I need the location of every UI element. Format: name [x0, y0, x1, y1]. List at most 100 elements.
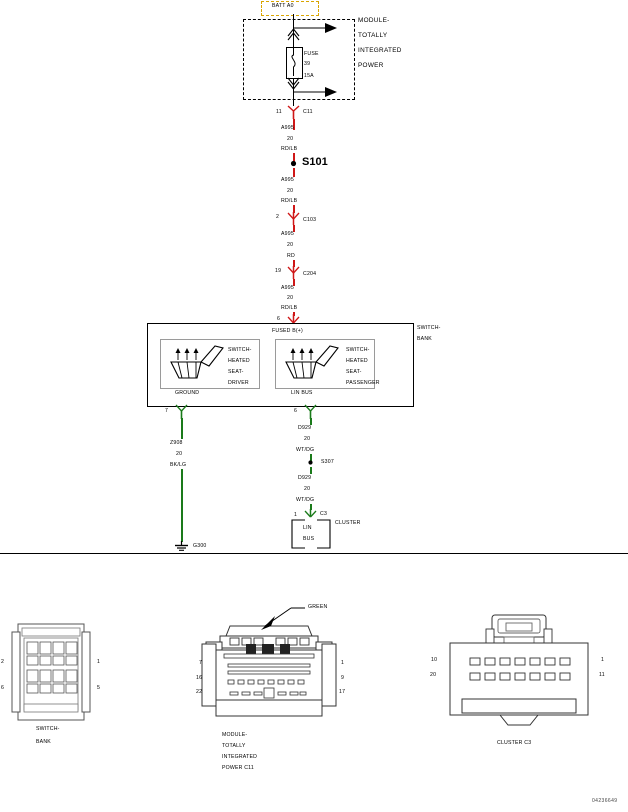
- tipm-c11-view-title-1: MODULE-: [222, 732, 248, 738]
- switch-bank-connector-drawing: [11, 623, 91, 721]
- tipm-out-pin: 11: [276, 109, 282, 115]
- tipm-c11-view-left-pin-2: 16: [196, 675, 203, 681]
- switch-bank-view-right-pin-2: 5: [97, 685, 101, 691]
- wire-segment-2b: [293, 205, 295, 213]
- cluster-c3-view-left-pin-2: 20: [430, 672, 437, 678]
- tipm-c11-view-right-pin-2: 9: [341, 675, 345, 681]
- ground-name: G300: [193, 543, 207, 549]
- tipm-lower-branch-arrow: [293, 87, 337, 97]
- connector-cluster-c3-icon: [304, 509, 317, 518]
- ground-symbol-icon: [175, 541, 188, 551]
- switch-driver-group: [160, 339, 260, 389]
- cluster-terminal-line-1: LIN: [303, 525, 312, 531]
- cluster-title: CLUSTER: [335, 520, 361, 526]
- switch-driver-line-2: HEATED: [228, 358, 250, 364]
- switch-bank-view-title-1: SWITCH-: [36, 726, 60, 732]
- wire-5-circuit: Z908: [170, 440, 183, 446]
- wire-3-gauge: 20: [287, 242, 294, 248]
- cluster-connector: C3: [320, 511, 328, 517]
- switch-driver-terminal-label: GROUND: [175, 390, 200, 396]
- switch-bank-view-title-2: BANK: [36, 739, 51, 745]
- wire-7-circuit: D929: [298, 475, 312, 481]
- wire-3-color: RD: [287, 253, 295, 259]
- tipm-c11-view-title-3: INTEGRATED: [222, 754, 258, 760]
- wire-4-circuit: A995: [281, 285, 294, 291]
- wire-7-color: WT/DG: [296, 497, 315, 503]
- battery-source-box: [261, 1, 319, 16]
- green-callout-arrow: [261, 607, 305, 630]
- wire-4-gauge: 20: [287, 295, 294, 301]
- wire-segment-1b: [293, 153, 295, 162]
- wire-2-gauge: 20: [287, 188, 294, 194]
- cluster-c3-view-left-pin-1: 10: [431, 657, 438, 663]
- wire-6-circuit: D929: [298, 425, 312, 431]
- switch-bank-supply-pin: 6: [277, 316, 281, 322]
- tipm-c11-connector-drawing: [201, 625, 337, 717]
- fuse-label: FUSE: [304, 51, 319, 57]
- tipm-out-connector: C11: [303, 109, 313, 115]
- wire-segment-6a: [310, 418, 312, 425]
- cluster-terminal-line-2: BUS: [303, 536, 315, 542]
- wire-1-color: RD/LB: [281, 146, 298, 152]
- cluster-pin: 1: [294, 512, 298, 518]
- connector-c204-pin: 19: [275, 268, 282, 274]
- cluster-c3-view-right-pin-1: 1: [601, 657, 605, 663]
- wire-3-circuit: A995: [281, 231, 294, 237]
- wire-4-color: RD/LB: [281, 305, 298, 311]
- cluster-c3-view-title: CLUSTER C3: [497, 740, 532, 746]
- wire-segment-5a: [181, 418, 183, 439]
- wire-1-gauge: 20: [287, 136, 294, 142]
- wire-segment-1a: [293, 119, 295, 130]
- tipm-title-line-4: POWER: [358, 62, 384, 69]
- connector-c204-name: C204: [303, 271, 317, 277]
- wire-5-gauge: 20: [176, 451, 183, 457]
- switch-bank-view-right-pin-1: 1: [97, 659, 101, 665]
- switch-passenger-line-4: PASSENGER: [346, 380, 380, 386]
- switch-bank-ground-pin: 7: [165, 408, 169, 414]
- switch-passenger-line-2: HEATED: [346, 358, 368, 364]
- heated-seat-driver-icon: [170, 345, 224, 379]
- switch-passenger-line-3: SEAT-: [346, 369, 362, 375]
- switch-bank-supply-terminal-icon: [287, 314, 300, 324]
- switch-bank-view-left-pin-1: 2: [1, 659, 5, 665]
- switch-bank-view-left-pin-2: 6: [1, 685, 5, 691]
- cluster-bracket: [291, 519, 331, 549]
- switch-bank-box: [147, 323, 414, 407]
- battery-source-label: BATT A0: [272, 3, 294, 9]
- switch-driver-line-3: SEAT-: [228, 369, 244, 375]
- switch-bank-title-line-2: BANK: [417, 336, 432, 342]
- tipm-c11-view-callout: GREEN: [308, 604, 328, 610]
- wire-segment-7a: [310, 467, 312, 474]
- tipm-module-box: [243, 19, 355, 100]
- watermark: 04236649: [592, 798, 618, 804]
- cluster-c3-connector-drawing: [449, 614, 589, 726]
- section-divider: [0, 553, 628, 554]
- tipm-c11-view-left-pin-3: 22: [196, 689, 203, 695]
- connector-c11-icon: [287, 105, 300, 119]
- switch-passenger-terminal-label: LIN BUS: [291, 390, 313, 396]
- switch-bank-ground-terminal-icon: [175, 404, 188, 419]
- switch-bank-supply-label: FUSED B(+): [272, 328, 303, 334]
- connector-c103-name: C103: [303, 217, 317, 223]
- splice-s101-dot: [290, 160, 297, 167]
- wire-segment-6b: [310, 454, 312, 461]
- tipm-title-line-3: INTEGRATED: [358, 47, 402, 54]
- tipm-lower-chevron-icon: [287, 77, 300, 90]
- wire-segment-2a: [293, 168, 295, 177]
- switch-passenger-group: [275, 339, 375, 389]
- fuse-rating: 15A: [304, 73, 314, 79]
- wire-2-color: RD/LB: [281, 198, 298, 204]
- connector-c103-icon: [287, 212, 300, 225]
- wire-1-circuit: A995: [281, 125, 294, 131]
- tipm-title-line-2: TOTALLY: [358, 32, 388, 39]
- switch-passenger-line-1: SWITCH-: [346, 347, 370, 353]
- heated-seat-passenger-icon: [285, 345, 339, 379]
- wire-6-gauge: 20: [304, 436, 311, 442]
- tipm-upper-branch-arrow: [293, 23, 337, 33]
- wire-segment-7b: [310, 504, 312, 510]
- wire-segment-3a: [293, 225, 295, 232]
- wire-5-color: BK/LG: [170, 462, 187, 468]
- wire-above-fuse: [293, 26, 294, 47]
- tipm-c11-view-right-pin-1: 1: [341, 660, 345, 666]
